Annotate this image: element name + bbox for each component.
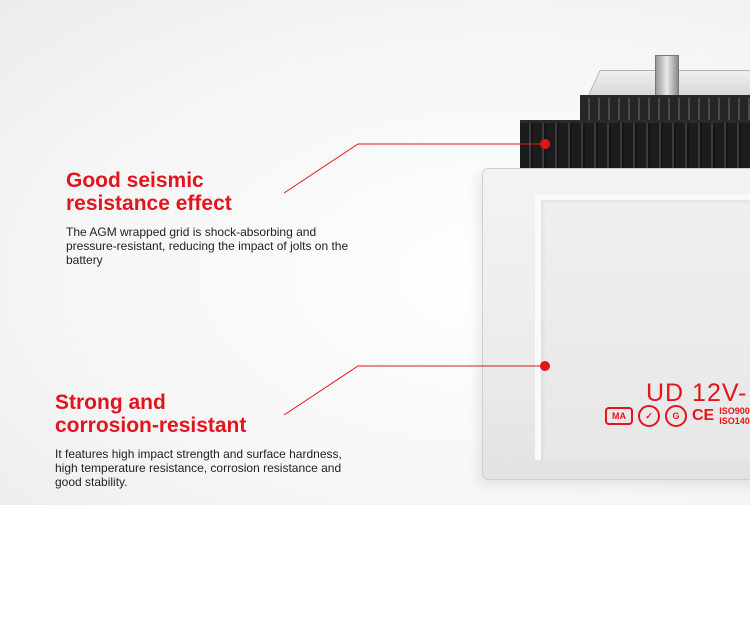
feature-seismic-title-line2: resistance effect bbox=[66, 192, 232, 215]
battery-terminal bbox=[655, 55, 679, 97]
product-hero: UD 12V- MA ✓ G CE ISO900 ISO140C Good se… bbox=[0, 0, 750, 505]
iso-marks: ISO900 ISO140C bbox=[719, 406, 750, 426]
iso-line-1: ISO900 bbox=[719, 406, 750, 416]
iso-line-2: ISO140C bbox=[719, 416, 750, 426]
feature-seismic-description: The AGM wrapped grid is shock-absorbing … bbox=[66, 225, 349, 267]
rohs-cert-icon: ✓ bbox=[638, 405, 660, 427]
feature-corrosion-title-line2: corrosion-resistant bbox=[55, 414, 247, 437]
feature-corrosion-title: Strong and corrosion-resistant bbox=[55, 391, 345, 437]
blank-lower-area bbox=[0, 505, 750, 629]
battery-image: UD 12V- MA ✓ G CE ISO900 ISO140C bbox=[470, 50, 750, 490]
ce-mark-icon: CE bbox=[692, 407, 715, 424]
feature-corrosion-title-line1: Strong and bbox=[55, 391, 166, 414]
battery-model-label: UD 12V- bbox=[646, 379, 748, 407]
gc-cert-icon: G bbox=[665, 405, 687, 427]
feature-seismic-title: Good seismic resistance effect bbox=[66, 169, 356, 215]
battery-case bbox=[482, 168, 750, 480]
feature-seismic-title-line1: Good seismic bbox=[66, 169, 204, 192]
feature-seismic: Good seismic resistance effect The AGM w… bbox=[66, 169, 356, 267]
feature-corrosion: Strong and corrosion-resistant It featur… bbox=[55, 391, 345, 489]
ma-cert-icon: MA bbox=[605, 407, 633, 425]
feature-corrosion-description: It features high impact strength and sur… bbox=[55, 447, 342, 489]
certification-marks: MA ✓ G CE ISO900 ISO140C bbox=[605, 405, 750, 427]
